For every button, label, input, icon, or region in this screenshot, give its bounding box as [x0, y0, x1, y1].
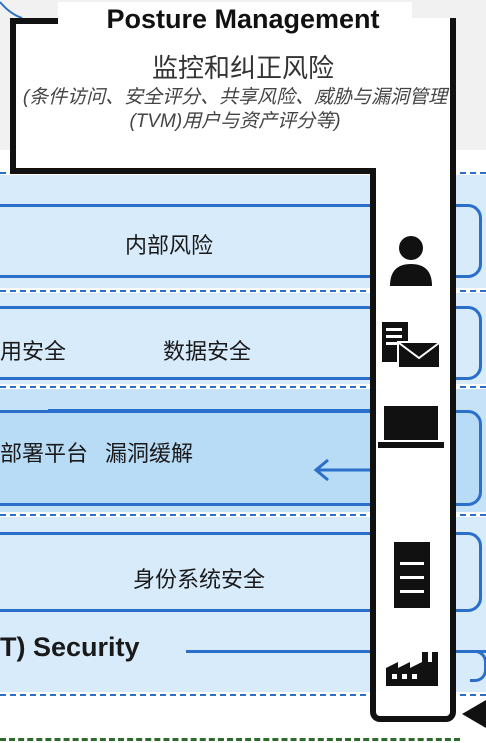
separator	[0, 514, 486, 516]
insider-risk-label: 内部风险	[125, 233, 214, 258]
vuln-mitigation-label: 漏洞缓解	[105, 441, 194, 466]
platform-line	[48, 409, 378, 412]
green-boundary	[0, 738, 460, 741]
document-mail-icon	[382, 322, 441, 369]
ot-security-label: T) Security	[0, 632, 140, 662]
app-security-label: 用安全	[0, 339, 67, 364]
factory-icon	[386, 652, 438, 686]
arrow-left-icon	[462, 700, 486, 728]
ot-line	[186, 650, 486, 653]
deploy-platform-label: 部署平台	[0, 441, 89, 466]
user-icon	[390, 236, 432, 286]
posture-description: (条件访问、安全评分、共享风险、威胁与漏洞管理(TVM)用户与资产评分等)	[22, 87, 448, 132]
ot-end	[470, 650, 486, 682]
separator	[0, 386, 486, 388]
posture-subtitle: 监控和纠正风险	[151, 53, 334, 83]
separator	[0, 694, 486, 696]
connector-curve	[0, 1, 23, 19]
server-icon	[394, 542, 430, 608]
identity-security-label: 身份系统安全	[133, 567, 266, 592]
data-security-label: 数据安全	[163, 339, 252, 364]
laptop-icon	[378, 406, 444, 448]
posture-title: Posture Management	[106, 4, 380, 34]
separator	[0, 290, 486, 292]
